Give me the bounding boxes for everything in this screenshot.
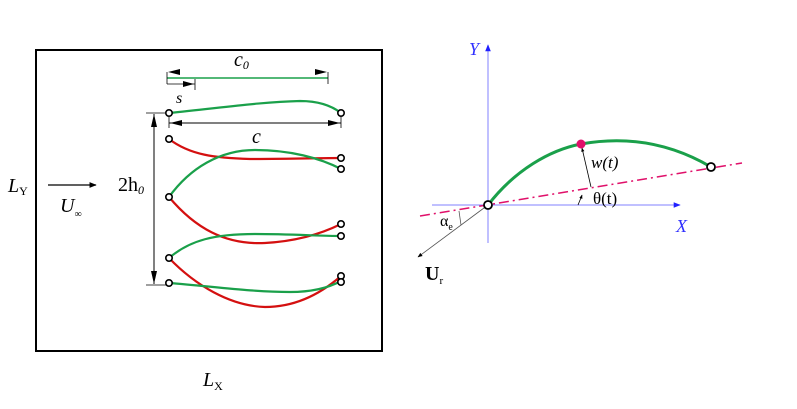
material-point-marker	[576, 139, 586, 149]
chord-label: c	[252, 126, 261, 148]
pitch-angle-arc	[577, 194, 583, 206]
trailing-edge-point	[706, 162, 716, 172]
effective-aoa-arc	[458, 210, 462, 226]
foil-red-1	[168, 138, 342, 161]
x-axis-label: X	[675, 216, 688, 236]
foil-green-3	[168, 232, 342, 259]
s-arrow	[183, 81, 194, 87]
relative-velocity-label: Ur	[425, 263, 443, 287]
c-arrow-right	[328, 120, 340, 126]
pitch-angle-label: θ(t)	[593, 189, 617, 208]
reference-chord-label: c0	[234, 49, 249, 72]
foil-red-3	[168, 257, 342, 309]
c0-arrow-right	[315, 69, 327, 75]
h0-arrow-top	[151, 114, 157, 127]
y-axis-label: Y	[469, 39, 481, 59]
left-panel: LY LX U∞ c0 s c 2h0	[7, 49, 383, 393]
c0-arrow-left	[168, 69, 180, 75]
c-arrow-left	[170, 120, 182, 126]
deflection-label: w(t)	[591, 153, 619, 172]
deflection-arrow	[581, 147, 592, 188]
foil-snapshots	[168, 99, 342, 309]
relative-velocity-arrow	[417, 204, 489, 258]
foil-red-2	[168, 196, 342, 245]
domain-height-label: LY	[7, 175, 28, 198]
chord-line	[419, 162, 743, 217]
domain-width-label: LX	[202, 369, 223, 393]
freestream-velocity-label: U∞	[60, 195, 82, 220]
foil-endpoints	[165, 109, 345, 287]
heave-amplitude-label: 2h0	[118, 174, 144, 197]
h0-arrow-bottom	[151, 271, 157, 284]
right-panel: Y X w(t) θ(t) αe Ur	[417, 39, 743, 287]
spacing-label: s	[176, 90, 182, 107]
computational-domain-box	[35, 49, 383, 352]
effective-aoa-label: αe	[440, 213, 453, 233]
leading-edge-hinge	[483, 200, 493, 210]
foil-green-2	[168, 148, 342, 198]
foil-green-4	[168, 280, 342, 294]
foil-green-1	[168, 99, 342, 115]
